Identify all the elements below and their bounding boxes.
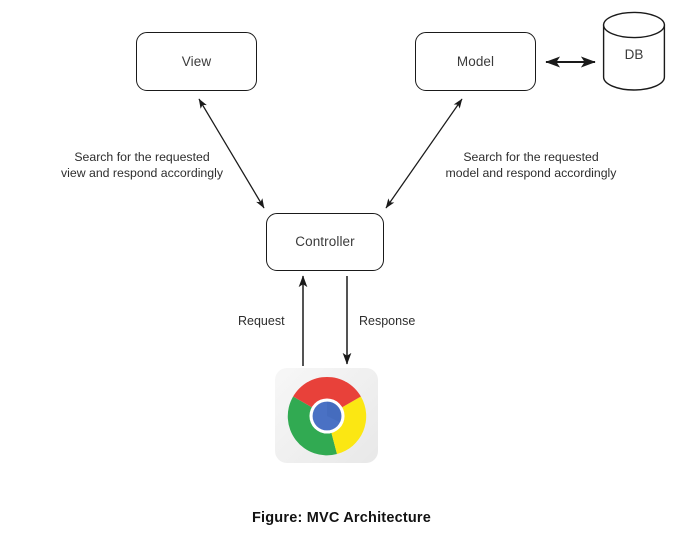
node-controller[interactable]: Controller — [266, 213, 384, 271]
annotation-model-edge: Search for the requested model and respo… — [437, 149, 625, 181]
node-view-label: View — [181, 53, 212, 69]
annotation-view-edge: Search for the requested view and respon… — [48, 149, 236, 181]
node-model[interactable]: Model — [415, 32, 536, 91]
flow-label-response: Response — [359, 314, 416, 328]
node-browser[interactable] — [275, 368, 378, 463]
annotation-view-edge-line1: Search for the requested — [74, 150, 210, 164]
node-controller-label: Controller — [295, 234, 355, 250]
annotation-model-edge-line2: model and respond accordingly — [445, 166, 617, 180]
node-view[interactable]: View — [136, 32, 257, 91]
node-database[interactable]: DB — [602, 11, 666, 91]
chrome-browser-icon — [287, 376, 366, 455]
figure-caption: Figure: MVC Architecture — [251, 510, 432, 526]
flow-label-request: Request — [238, 314, 285, 328]
annotation-model-edge-line1: Search for the requested — [463, 150, 599, 164]
node-model-label: Model — [456, 53, 495, 69]
node-database-label: DB — [624, 46, 644, 62]
annotation-view-edge-line2: view and respond accordingly — [60, 166, 223, 180]
database-cylinder-icon — [602, 11, 666, 91]
